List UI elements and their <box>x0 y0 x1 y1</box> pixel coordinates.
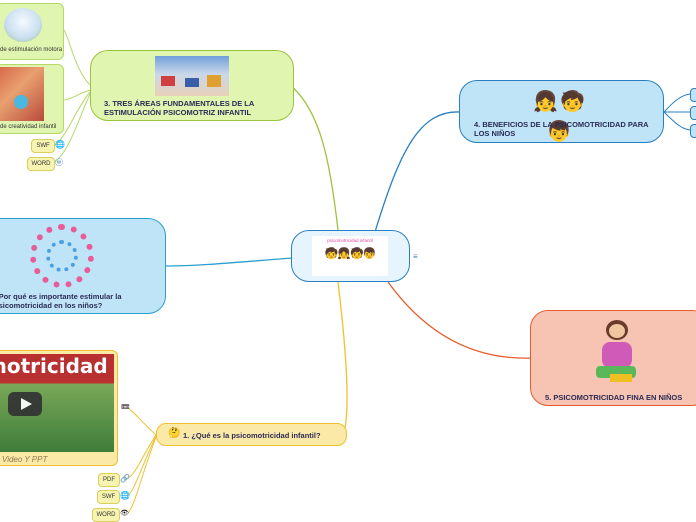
subtopic-motora-label: de estimulación motora <box>0 47 63 53</box>
benefit-sub-2[interactable] <box>690 106 696 120</box>
attachment-swf-n3[interactable]: SWF <box>31 139 55 153</box>
kids-group-icon: 👧🧒👦 <box>533 91 587 143</box>
topic-benefits[interactable] <box>459 80 664 143</box>
video-caption: Video Y PPT <box>2 455 48 464</box>
topic-benefits-label: 4. BENEFICIOS DE LA PSICOMOTRICIDAD PARA… <box>474 120 649 138</box>
motora-image <box>4 8 42 42</box>
classroom-image <box>155 56 229 96</box>
wordpress-icon: ⓦ <box>55 158 63 167</box>
creatividad-image <box>0 67 44 121</box>
globe-icon: 🌐 <box>120 491 130 500</box>
link-icon: 🔗 <box>120 474 130 483</box>
central-image: psicomotricidad infantil 🧒👧🧒👦 <box>312 236 388 276</box>
video-thumbnail[interactable]: motricidad <box>0 354 114 452</box>
topic-what-is[interactable] <box>156 423 347 446</box>
attachment-swf-n1[interactable]: SWF <box>97 490 120 504</box>
eye-icon: 👁 <box>120 510 129 517</box>
attachment-word-n3[interactable]: WORD <box>27 157 55 171</box>
attachment-pdf-n1[interactable]: PDF <box>98 473 120 487</box>
topic-fine-motor-label: 5. PSICOMOTRICIDAD FINA EN NIÑOS <box>545 393 683 402</box>
video-link-icon[interactable]: 📼 <box>121 404 130 411</box>
benefit-sub-1[interactable] <box>690 88 696 102</box>
topic-three-areas-label: 3. TRES ÁREAS FUNDAMENTALES DE LA ESTIMU… <box>104 99 255 117</box>
subtopic-creatividad-label: de creatividad infantil <box>0 124 57 130</box>
topic-what-is-label: 1. ¿Qué es la psicomotricidad infantil? <box>183 431 321 440</box>
kids-figures: 🧒👧🧒👦 <box>324 248 377 260</box>
thinking-face-icon: 🤔 <box>168 428 181 439</box>
globe-icon: 🌐 <box>55 140 65 149</box>
kids-circle-image <box>30 224 94 288</box>
central-title: psicomotricidad infantil <box>327 238 373 243</box>
play-icon[interactable] <box>8 392 42 416</box>
girl-drawing-image <box>592 318 644 386</box>
video-banner: motricidad <box>0 354 108 378</box>
benefit-sub-3[interactable] <box>690 124 696 138</box>
notes-icon[interactable]: ≡ <box>413 252 418 261</box>
topic-why-important-label: ¿Por qué es importante estimular la psic… <box>0 292 122 310</box>
